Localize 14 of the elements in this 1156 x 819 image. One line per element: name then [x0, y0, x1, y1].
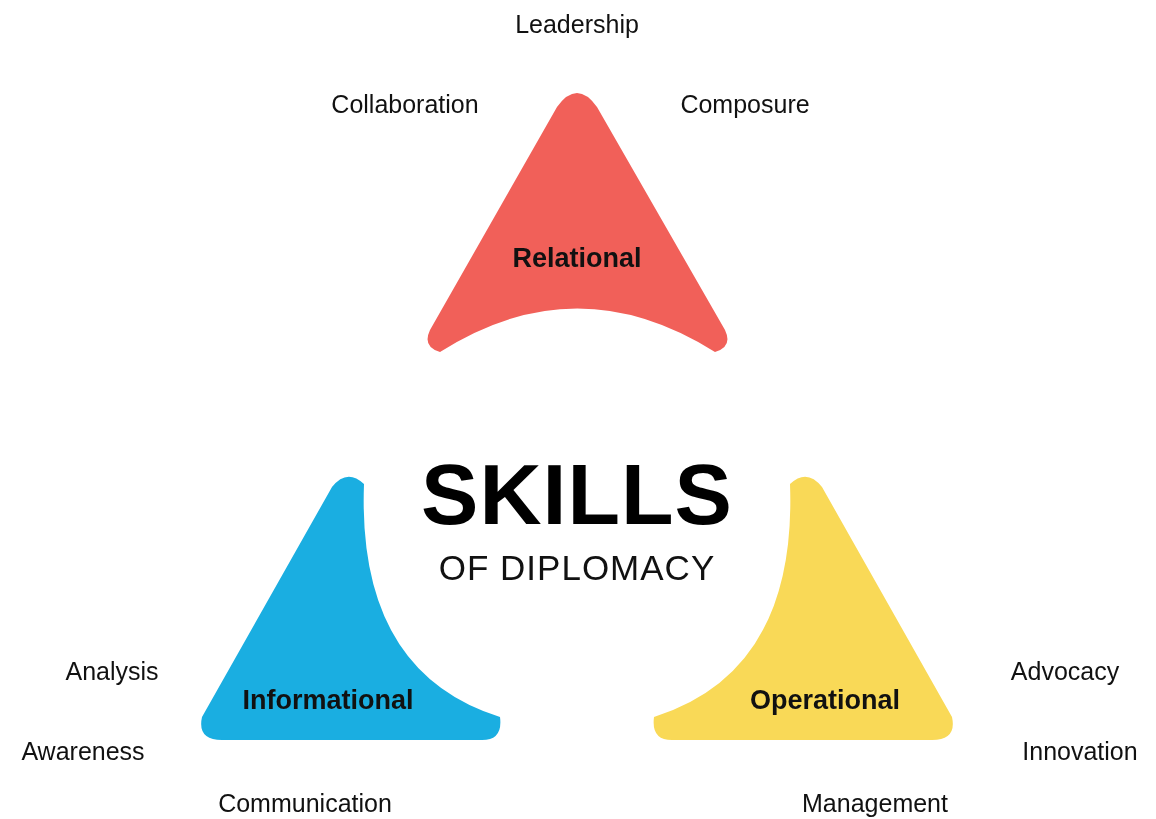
title: SKILLS — [421, 444, 733, 544]
skill-label: Management — [802, 788, 948, 818]
skill-label: Composure — [680, 89, 810, 119]
skill-label: Awareness — [21, 736, 145, 766]
category-label: Informational — [242, 684, 414, 716]
skill-label: Advocacy — [1010, 656, 1120, 686]
skill-label: Innovation — [1022, 736, 1138, 766]
skill-label: Analysis — [65, 656, 159, 686]
skill-label: Collaboration — [331, 89, 479, 119]
skill-label: Leadership — [515, 9, 639, 39]
subtitle: OF DIPLOMACY — [438, 548, 716, 588]
skill-label: Communication — [218, 788, 392, 818]
category-label: Operational — [750, 684, 900, 716]
category-label: Relational — [512, 242, 642, 274]
